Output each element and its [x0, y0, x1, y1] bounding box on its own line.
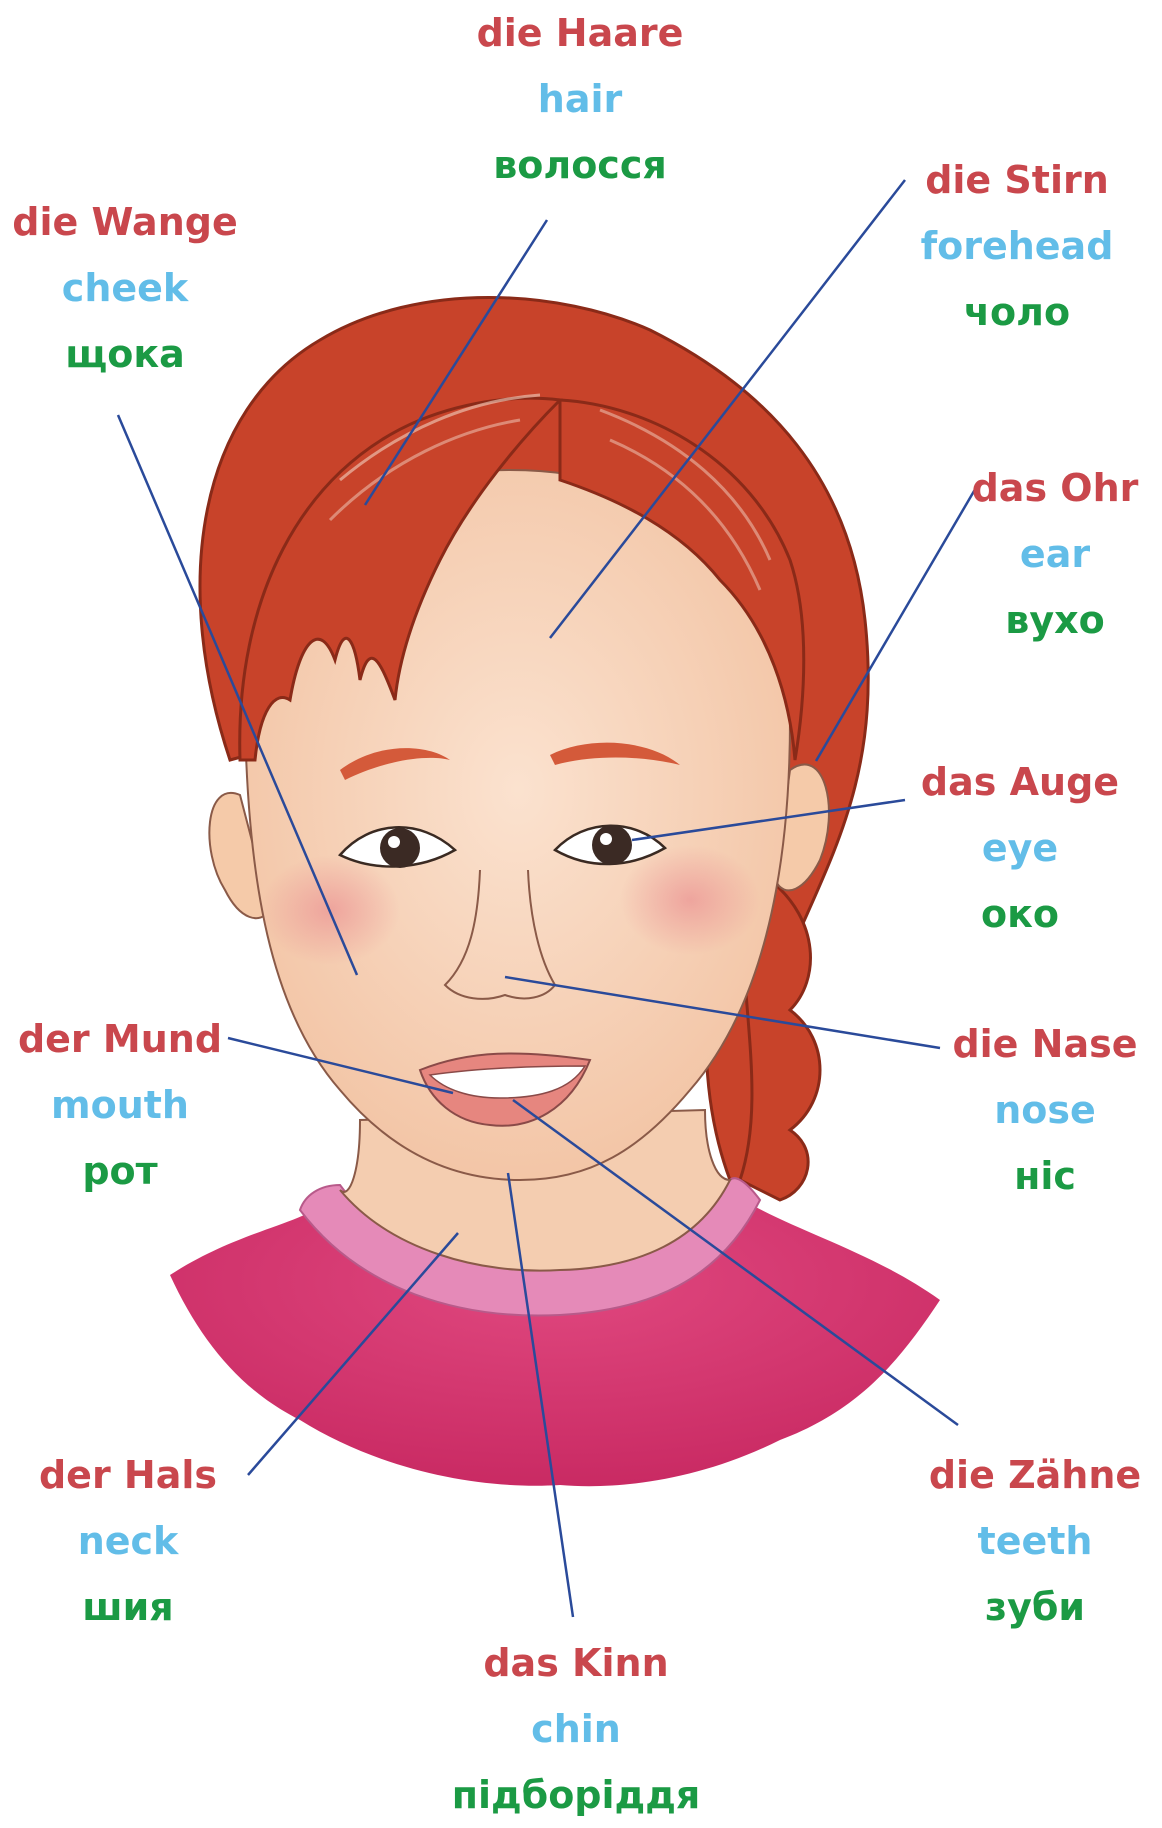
label-english: cheek	[0, 255, 250, 321]
label-eye: das Auge eye око	[900, 749, 1140, 947]
label-english: ear	[955, 521, 1155, 587]
label-forehead: die Stirn forehead чоло	[892, 147, 1142, 345]
label-ukrainian: щока	[0, 321, 250, 387]
label-english: mouth	[10, 1072, 230, 1138]
label-mouth: der Mund mouth рот	[10, 1006, 230, 1204]
label-ukrainian: волосся	[440, 132, 720, 198]
label-english: neck	[18, 1508, 238, 1574]
label-ukrainian: око	[900, 881, 1140, 947]
label-ukrainian: ніс	[935, 1143, 1155, 1209]
label-german: die Nase	[935, 1011, 1155, 1077]
label-german: die Haare	[440, 0, 720, 66]
label-german: der Hals	[18, 1442, 238, 1508]
label-german: die Wange	[0, 189, 250, 255]
label-german: die Zähne	[915, 1442, 1155, 1508]
label-ukrainian: підборіддя	[426, 1762, 726, 1828]
label-chin: das Kinn chin підборіддя	[426, 1630, 726, 1828]
label-ukrainian: зуби	[915, 1574, 1155, 1640]
label-ukrainian: шия	[18, 1574, 238, 1640]
label-german: das Auge	[900, 749, 1140, 815]
label-german: das Ohr	[955, 455, 1155, 521]
label-english: teeth	[915, 1508, 1155, 1574]
label-english: hair	[440, 66, 720, 132]
label-cheek: die Wange cheek щока	[0, 189, 250, 387]
label-ukrainian: чоло	[892, 279, 1142, 345]
label-neck: der Hals neck шия	[18, 1442, 238, 1640]
label-nose: die Nase nose ніс	[935, 1011, 1155, 1209]
label-teeth: die Zähne teeth зуби	[915, 1442, 1155, 1640]
label-ear: das Ohr ear вухо	[955, 455, 1155, 653]
label-german: das Kinn	[426, 1630, 726, 1696]
label-english: forehead	[892, 213, 1142, 279]
label-ukrainian: вухо	[955, 587, 1155, 653]
label-english: nose	[935, 1077, 1155, 1143]
label-hair: die Haare hair волосся	[440, 0, 720, 198]
label-ukrainian: рот	[10, 1138, 230, 1204]
label-english: eye	[900, 815, 1140, 881]
label-german: die Stirn	[892, 147, 1142, 213]
label-german: der Mund	[10, 1006, 230, 1072]
label-english: chin	[426, 1696, 726, 1762]
